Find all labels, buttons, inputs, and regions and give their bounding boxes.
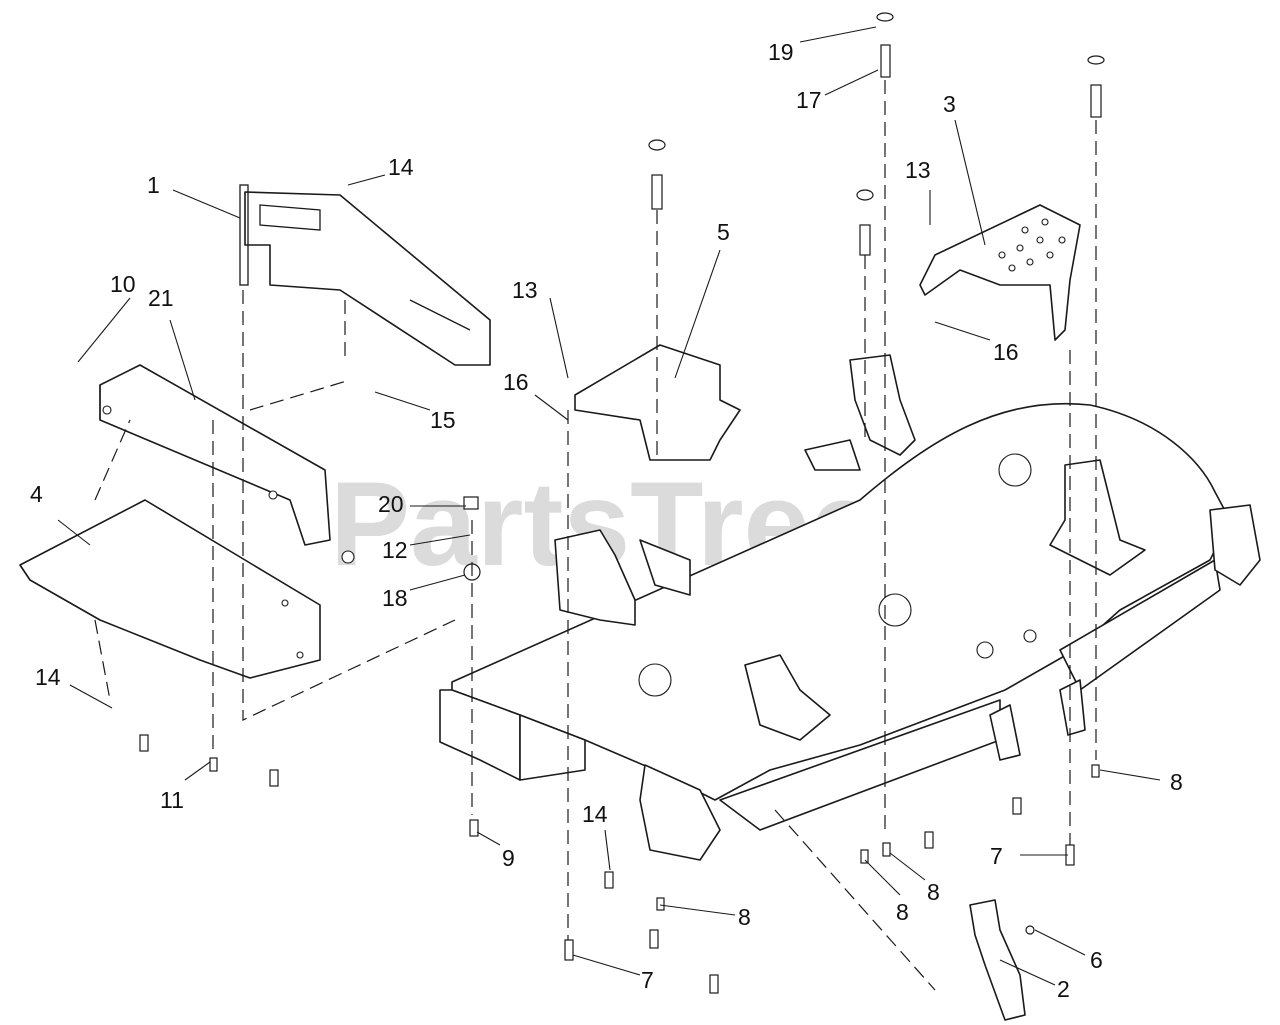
deck-holes [638, 453, 1037, 697]
callout-2: 2 [1057, 976, 1070, 1002]
callout-6: 6 [1090, 947, 1103, 973]
callout-1: 1 [147, 172, 160, 198]
part-2-bracket [969, 899, 1026, 1021]
callouts: 1 2 3 4 5 6 7 7 8 8 8 8 9 10 11 12 13 13… [30, 39, 1183, 1002]
part-21-channel [99, 364, 355, 564]
callout-18: 18 [382, 585, 408, 611]
callout-21: 21 [148, 285, 174, 311]
part-3-holes [998, 218, 1066, 272]
callout-7b: 7 [641, 967, 654, 993]
callout-14a: 14 [388, 154, 414, 180]
callout-13a: 13 [512, 277, 538, 303]
callout-4: 4 [30, 481, 43, 507]
callout-11: 11 [160, 787, 184, 813]
part-3-plate [919, 204, 1081, 341]
assembly-lines [94, 80, 1097, 991]
hardware [139, 12, 1105, 994]
callout-20: 20 [378, 491, 404, 517]
callout-19: 19 [768, 39, 794, 65]
callout-15: 15 [430, 407, 456, 433]
callout-7a: 7 [990, 843, 1003, 869]
callout-14c: 14 [582, 801, 608, 827]
callout-12: 12 [382, 537, 408, 563]
callout-10: 10 [110, 271, 136, 297]
callout-13b: 13 [905, 157, 931, 183]
callout-8c: 8 [896, 899, 909, 925]
part-4-plate [19, 499, 321, 679]
callout-3: 3 [943, 91, 956, 117]
callout-16a: 16 [503, 369, 529, 395]
callout-17: 17 [796, 87, 822, 113]
leader-lines [57, 26, 1161, 986]
part-1-bracket [239, 184, 491, 366]
callout-8b: 8 [927, 879, 940, 905]
callout-16b: 16 [993, 339, 1019, 365]
callout-8a: 8 [1170, 769, 1183, 795]
callout-9: 9 [502, 845, 515, 871]
callout-5: 5 [717, 219, 730, 245]
callout-14b: 14 [35, 664, 61, 690]
callout-8d: 8 [738, 904, 751, 930]
deck-assembly [439, 354, 1261, 861]
